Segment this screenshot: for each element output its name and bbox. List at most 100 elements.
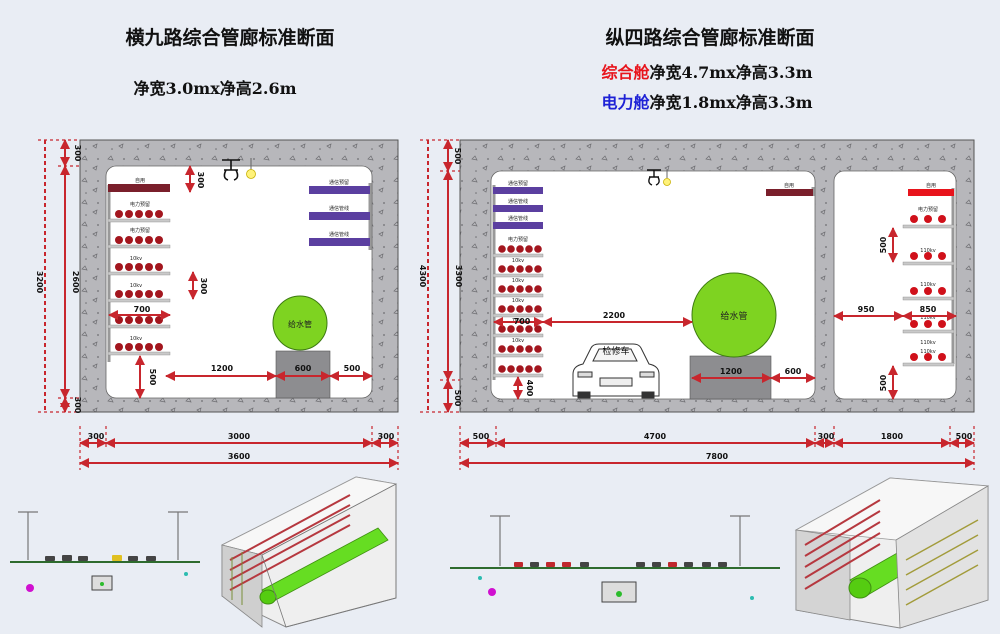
left-dim-bracket-height: 500	[148, 369, 157, 386]
left-10kv-2: 10kv	[130, 283, 142, 289]
left-dim-pedestal: 600	[295, 364, 312, 373]
left-3d-model	[220, 476, 398, 628]
maintenance-vehicle-icon	[572, 343, 660, 399]
left-dim-wall-left: 300	[88, 432, 105, 441]
right-telecom-tray-2: 通信管线	[493, 198, 543, 212]
left-dim-wall-right: 300	[378, 432, 395, 441]
right-dim-mid-wall: 300	[818, 432, 835, 441]
right-power-shelf-7	[492, 365, 544, 378]
left-10kv-3: 10kv	[130, 336, 142, 342]
left-shelf-2: 电力预留	[107, 227, 171, 249]
right-dim-top-slab: 500	[453, 148, 462, 165]
right-dim-wall-left: 500	[473, 432, 490, 441]
left-power-reserve-2: 电力预留	[130, 227, 150, 234]
left-10kv-1: 10kv	[130, 256, 142, 262]
power-cabin-size: 净宽1.8mx净高3.3m	[649, 93, 812, 112]
right-telecom-reserve: 通信预留	[508, 180, 528, 187]
left-power-reserve-1: 电力预留	[130, 201, 150, 208]
right-self-use-strip	[766, 189, 813, 196]
right-dim-total-width: 7800	[706, 452, 729, 461]
left-dim-outer-height: 3200	[35, 271, 44, 294]
power-cabin-shelf-5: 110kv	[902, 349, 955, 367]
right-3d-model	[794, 477, 990, 629]
left-water-pipe-label: 给水管	[288, 319, 312, 329]
right-telecom-line-2: 通信管线	[508, 215, 528, 222]
combined-cabin-size: 净宽4.7mx净高3.3m	[649, 63, 812, 82]
left-dim-total-width: 3600	[228, 452, 251, 461]
right-power-shelf-2: 10kv	[492, 258, 544, 278]
left-dim-bottom-slab: 300	[73, 397, 82, 414]
left-telecom-reserve: 通信预留	[329, 179, 349, 186]
left-self-use-label: 自用	[135, 177, 145, 184]
right-dim-power-top-gap: 500	[879, 236, 888, 253]
power-cabin-reserve: 电力预留	[918, 206, 938, 213]
power-cabin-110kv-2: 110kv	[920, 282, 935, 288]
right-telecom-line-1: 通信管线	[508, 198, 528, 205]
left-pipe-pedestal	[275, 350, 331, 399]
right-dim-outer-height: 4300	[418, 265, 427, 288]
left-shelf-5	[107, 316, 171, 329]
left-shelf-3: 10kv	[107, 256, 171, 276]
left-shelf-1: 电力预留	[107, 201, 171, 223]
right-ceiling-hook-icon	[647, 169, 661, 186]
power-cabin-self-use-strip	[908, 189, 954, 196]
right-dim-aisle: 2200	[603, 311, 626, 320]
right-10kv-5: 10kv	[512, 338, 524, 344]
combined-cabin-label: 综合舱	[601, 63, 650, 82]
power-cabin-110kv-5: 110kv	[920, 340, 935, 346]
right-dim-power-shelf: 850	[920, 305, 937, 314]
right-dim-pedestal: 1200	[720, 367, 743, 376]
right-line1: 综合舱净宽4.7mx净高3.3m	[601, 63, 812, 82]
right-telecom-tray-1: 通信预留	[493, 180, 543, 194]
right-dim-bracket-height: 400	[525, 380, 534, 397]
right-title: 纵四路综合管廊标准断面	[605, 26, 814, 49]
left-ceiling-hook-icon	[222, 159, 240, 181]
right-cross-section: 通信预留 通信管线 通信管线 电力预留 10kv 10kv 10kv	[418, 139, 975, 470]
left-dim-inner-height: 2600	[71, 271, 80, 294]
left-dim-top-slab: 300	[73, 145, 82, 162]
right-10kv-1: 10kv	[512, 258, 524, 264]
power-cabin-label: 电力舱	[601, 93, 650, 112]
left-telecom-tray-3: 通信管线	[309, 231, 370, 246]
vehicle-label: 检修车	[602, 345, 629, 357]
right-dim-shelf-depth: 700	[514, 317, 531, 326]
power-cabin-shelf-3: 110kv	[902, 282, 955, 301]
right-power-shelf-4: 10kv	[492, 298, 544, 318]
left-cross-section: 自用 电力预留 电力预留 10kv 10kv 10kv	[35, 139, 399, 470]
left-subtitle: 净宽3.0mx净高2.6m	[133, 79, 296, 98]
left-lamp-icon	[246, 158, 256, 179]
right-power-shelf-3: 10kv	[492, 278, 544, 298]
left-dim-clear-width: 3000	[228, 432, 251, 441]
left-telecom-tray-2: 通信管线	[309, 205, 370, 220]
left-shelf-4: 10kv	[107, 283, 171, 303]
right-dim-power-bottom-gap: 500	[879, 374, 888, 391]
right-dim-power-width: 1800	[881, 432, 904, 441]
left-road-section	[10, 511, 200, 592]
left-telecom-line-2: 通信管线	[329, 231, 349, 238]
power-cabin-self-use-label: 自用	[926, 182, 936, 189]
right-line2: 电力舱净宽1.8mx净高3.3m	[601, 93, 812, 112]
left-dim-shelf-spacing: 300	[199, 278, 208, 295]
right-water-pipe-label: 给水管	[720, 310, 747, 322]
right-dim-power-aisle: 950	[858, 305, 875, 314]
right-power-reserve: 电力预留	[508, 236, 528, 243]
right-road-section	[450, 515, 780, 603]
power-cabin-110kv-1: 110kv	[920, 248, 935, 254]
left-telecom-tray-1: 通信预留	[309, 179, 370, 194]
right-dim-bottom-slab: 500	[453, 390, 462, 407]
right-power-shelf-1: 电力预留	[492, 236, 544, 258]
left-self-use-strip	[108, 184, 170, 192]
right-telecom-tray-3: 通信管线	[493, 215, 543, 229]
right-10kv-3: 10kv	[512, 298, 524, 304]
left-interior	[105, 165, 373, 399]
right-lamp-icon	[663, 170, 671, 186]
left-dim-pedestal-gap: 500	[344, 364, 361, 373]
power-cabin-shelf-1: 电力预留	[902, 206, 955, 229]
left-water-pipe	[272, 295, 328, 351]
left-telecom-line-1: 通信管线	[329, 205, 349, 212]
right-dim-pedestal-gap: 600	[785, 367, 802, 376]
right-power-shelf-6: 10kv	[492, 338, 544, 358]
power-cabin-shelf-2: 110kv	[902, 248, 955, 266]
